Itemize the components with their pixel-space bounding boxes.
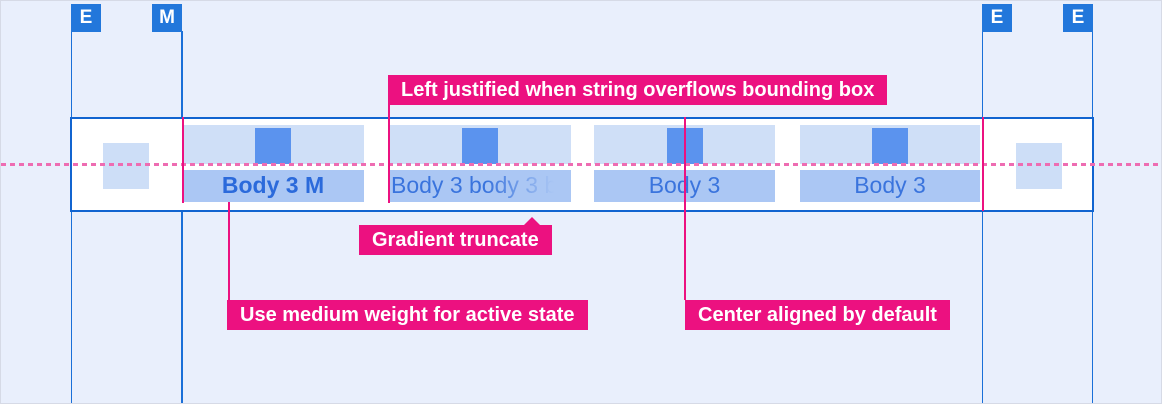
tab-icon-swatch: [255, 128, 291, 164]
connector-left-justified: [388, 104, 390, 203]
tab-item-active: Body 3 M: [182, 117, 364, 212]
centerline-dashed: [1, 163, 1161, 166]
tab-label-overflow: Body 3 body 3 b: [389, 170, 571, 202]
tab-item-overflow: Body 3 body 3 b: [389, 117, 571, 212]
tab-label-default: Body 3: [800, 170, 980, 202]
spacing-marker-e-inner-right: E: [982, 4, 1012, 32]
connector-tab-right-edge: [981, 117, 984, 211]
tab-icon-swatch: [872, 128, 908, 164]
annotation-center-aligned: Center aligned by default: [685, 300, 950, 330]
tab-label-active: Body 3 M: [182, 170, 364, 202]
leading-margin-swatch: [103, 143, 149, 189]
spacing-marker-e-outer-left: E: [71, 4, 101, 32]
annotation-left-justified: Left justified when string overflows bou…: [388, 75, 888, 105]
trailing-margin-swatch: [1016, 143, 1062, 189]
tab-icon-swatch: [462, 128, 498, 164]
annotation-medium-weight: Use medium weight for active state: [227, 300, 588, 330]
tab-item-default: Body 3: [800, 117, 980, 212]
guide-line-edge-left: [70, 31, 72, 403]
annotation-gradient-truncate: Gradient truncate: [359, 217, 552, 255]
tab-label-text: Body 3: [854, 172, 926, 198]
gradient-truncate-overlay: [486, 170, 571, 202]
connector-active-weight: [228, 202, 230, 300]
spacing-marker-m-left: M: [152, 4, 182, 32]
guide-line-margin-right: [981, 31, 983, 403]
tab-label-text: Body 3 M: [221, 172, 325, 198]
spacing-marker-e-outer-right: E: [1063, 4, 1093, 32]
connector-tab-left-edge: [181, 117, 184, 203]
guide-line-edge-right: [1091, 31, 1093, 403]
guide-line-margin-left: [181, 31, 183, 403]
connector-center-aligned: [684, 117, 686, 300]
